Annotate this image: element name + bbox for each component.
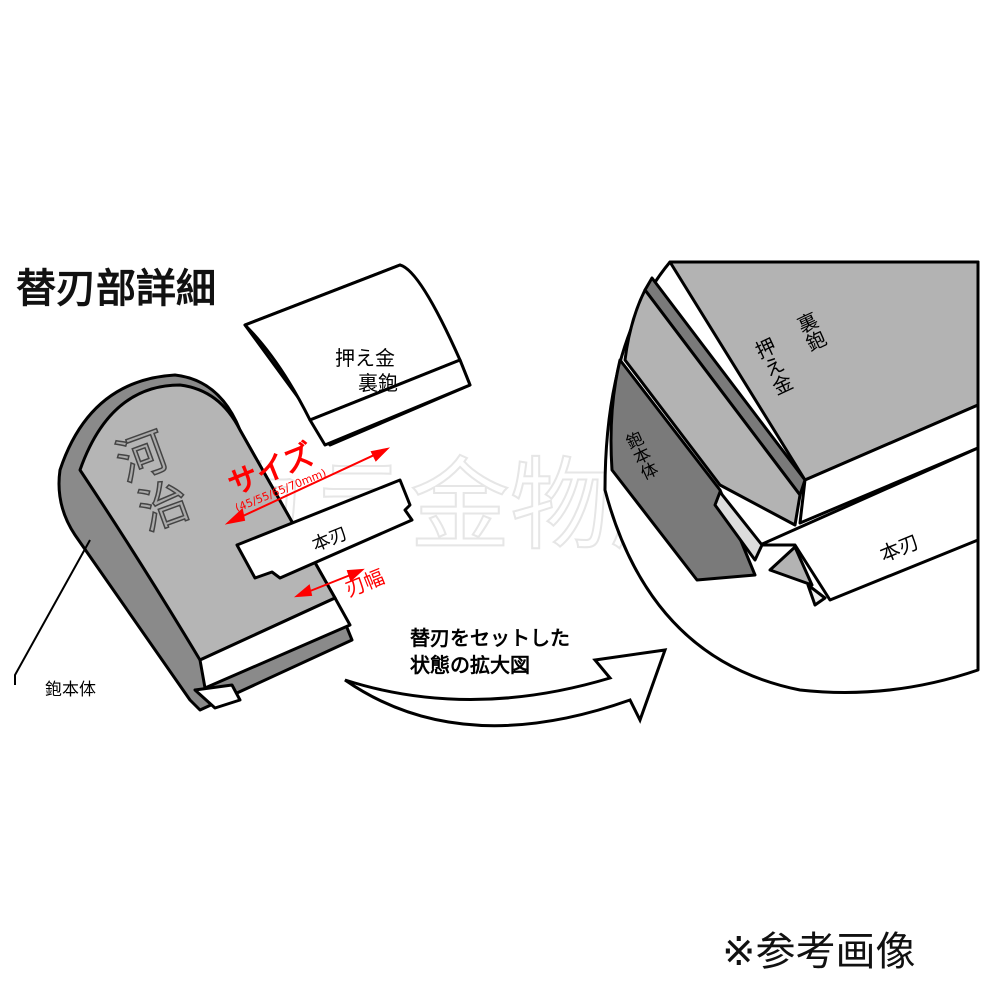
arrow-caption-2: 状態の拡大図 xyxy=(410,653,530,677)
uraganna-label: 裏鉋 xyxy=(358,371,398,395)
title: 替刃部詳細 xyxy=(16,266,216,312)
curved-arrow xyxy=(344,648,668,728)
osaegane-block xyxy=(243,263,472,447)
zoom-view xyxy=(603,260,980,694)
kanna-body-drawing xyxy=(57,373,354,712)
reference-note: ※参考画像 xyxy=(722,929,916,975)
kanna-body-label: 鉋本体 xyxy=(45,680,96,700)
osaegane-label: 押え金 xyxy=(335,346,395,370)
size-arrow xyxy=(224,447,391,598)
kanna-body-pointer xyxy=(14,539,91,685)
arrow-caption-1: 替刃をセットした xyxy=(410,626,570,650)
honba-blade xyxy=(235,478,414,580)
